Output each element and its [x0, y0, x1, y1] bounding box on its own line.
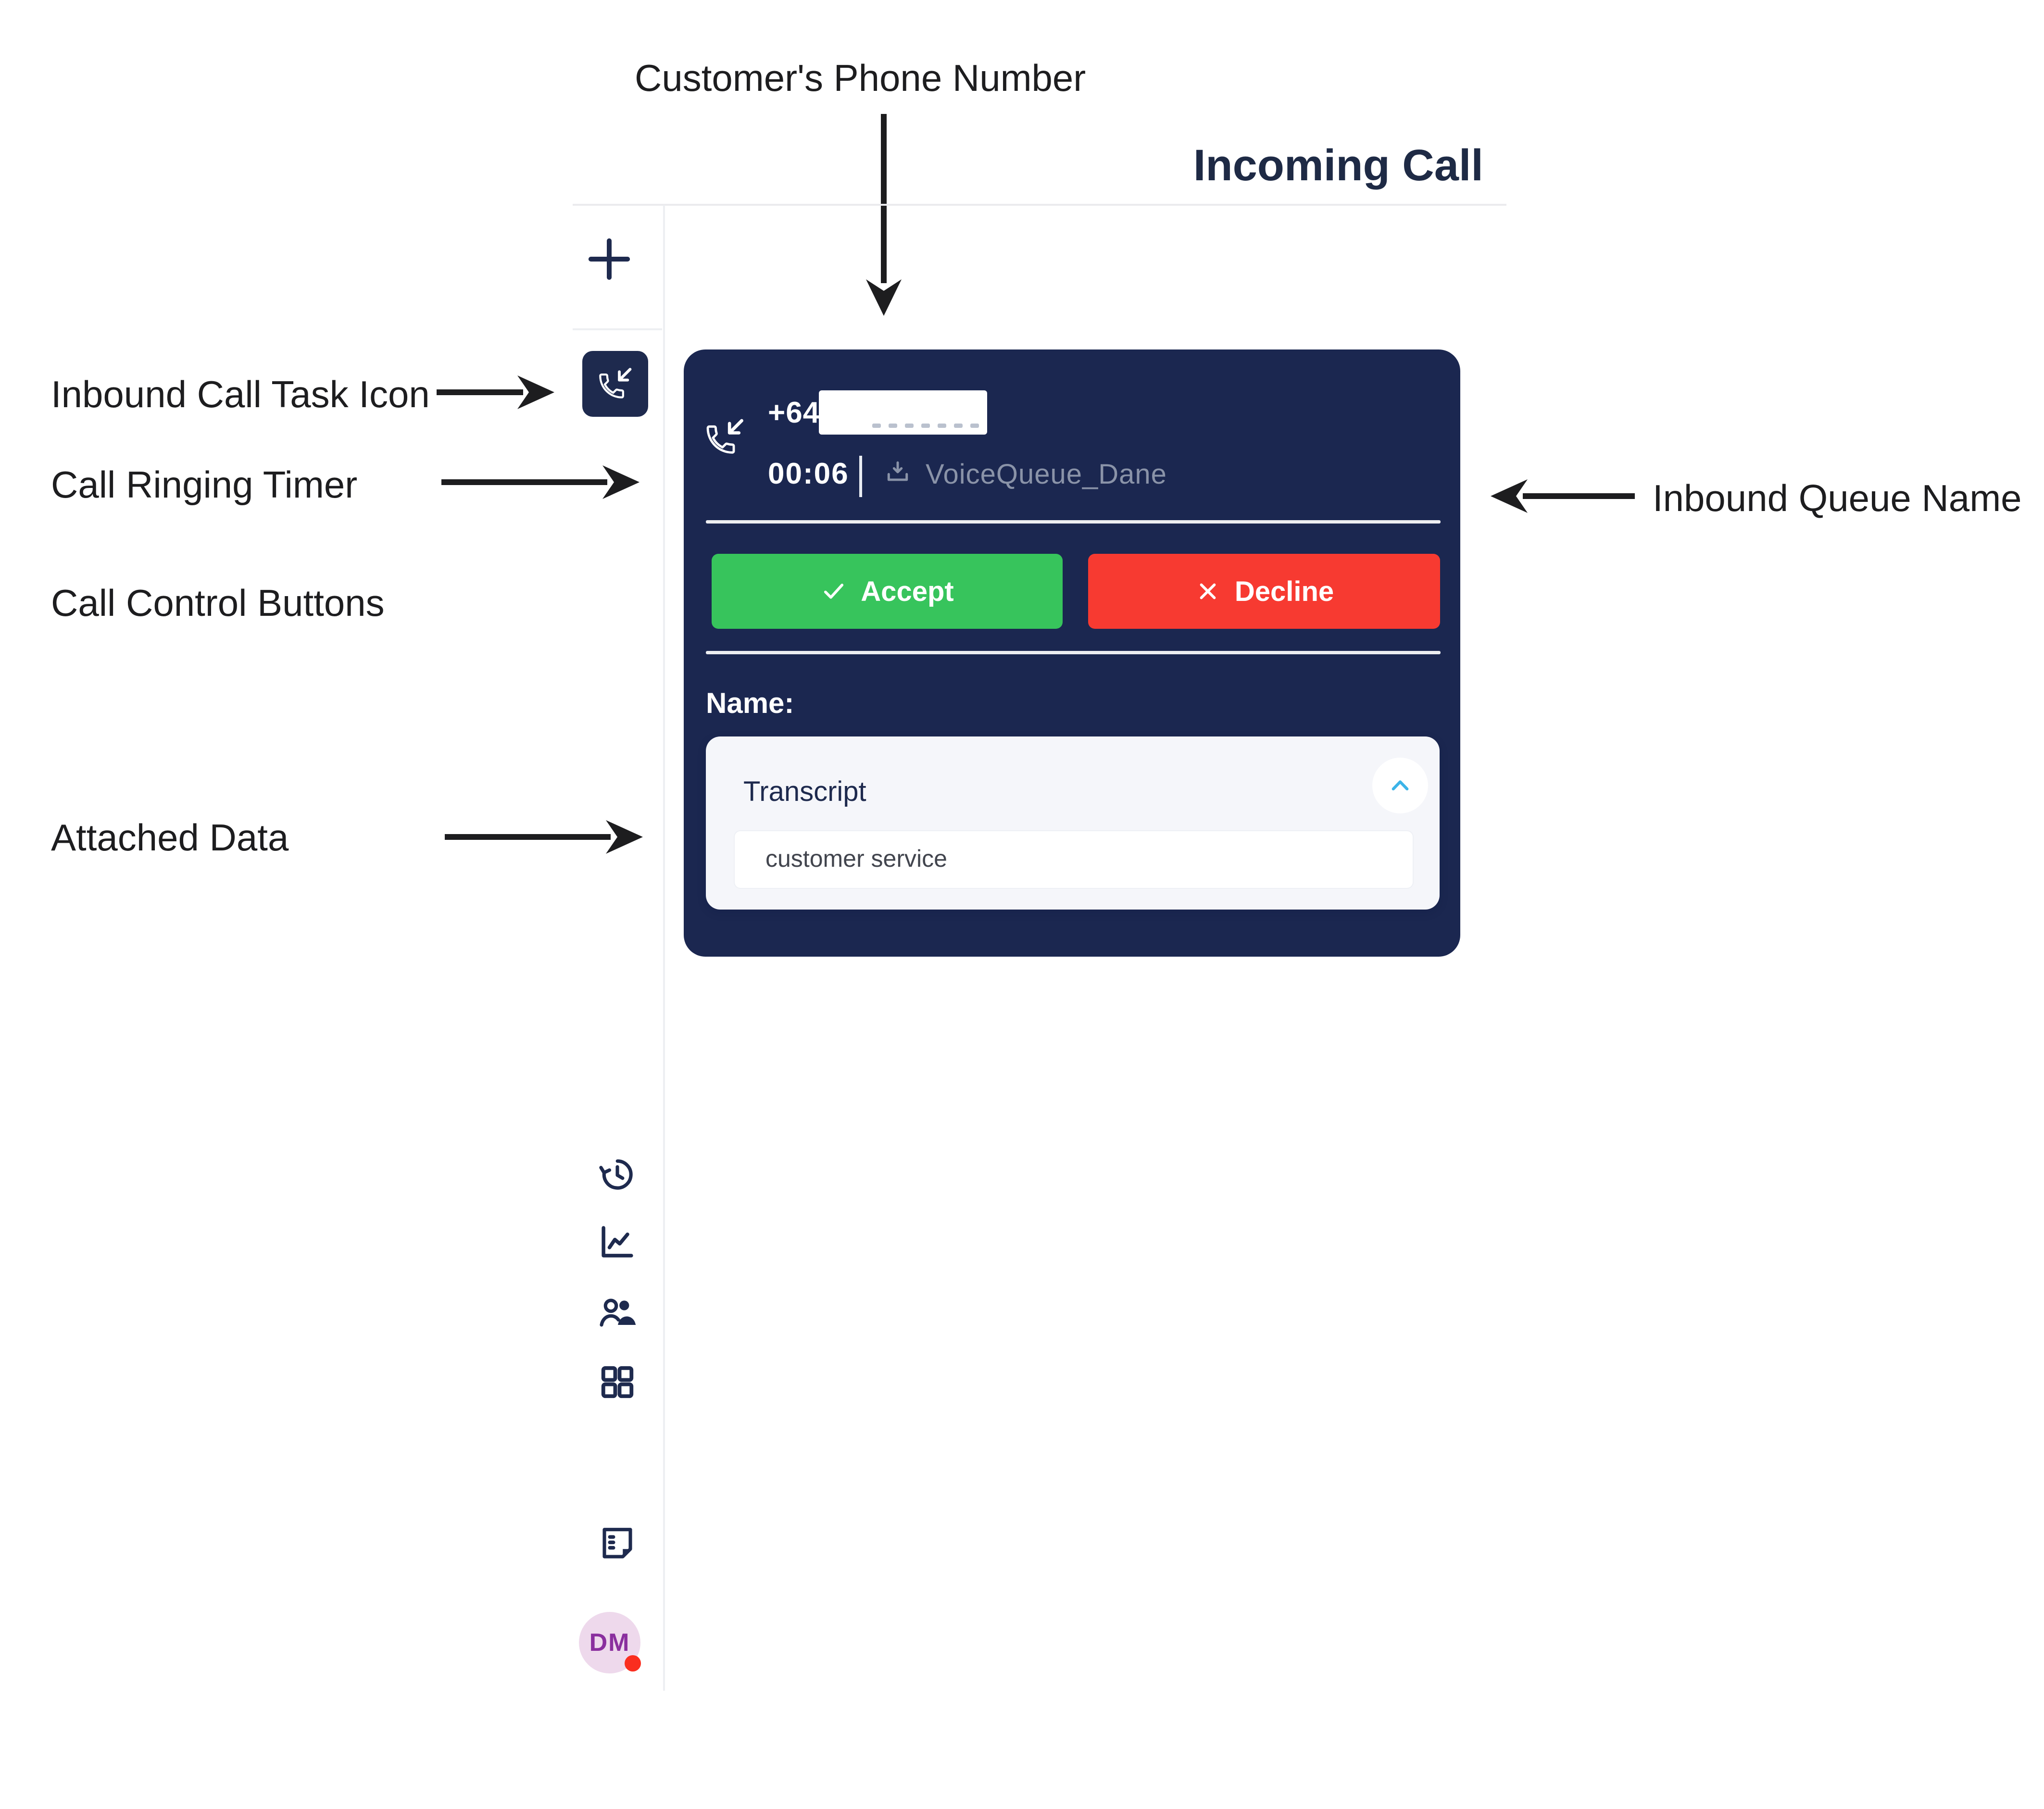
availability-status-dot — [625, 1655, 641, 1672]
plus-icon — [584, 234, 634, 284]
sidebar-divider — [663, 205, 665, 1691]
x-icon — [1194, 578, 1221, 605]
sidebar-item-reports[interactable] — [596, 1220, 639, 1263]
attached-data-name-label: Name: — [706, 687, 794, 719]
arrow-right-to-attached-data-icon — [445, 815, 643, 859]
arrow-left-to-queue-name-icon — [1491, 474, 1635, 518]
collapse-transcript-button[interactable] — [1372, 758, 1428, 813]
history-icon — [596, 1153, 639, 1196]
line-chart-icon — [596, 1220, 639, 1263]
arrow-down-to-phone-number-icon — [862, 114, 905, 316]
annotation-inbound-call-task-icon: Inbound Call Task Icon — [51, 373, 430, 415]
download-queue-icon — [882, 456, 914, 488]
transcript-title: Transcript — [743, 776, 866, 807]
accept-button-label: Accept — [861, 575, 954, 607]
incoming-call-icon — [701, 413, 749, 462]
sidebar-item-inbound-call-task[interactable] — [582, 351, 648, 417]
notes-icon — [596, 1522, 639, 1565]
sidebar-item-notes[interactable] — [596, 1522, 639, 1565]
inbound-call-icon — [594, 363, 637, 405]
arrow-right-to-ringing-timer-icon — [441, 461, 640, 504]
accept-button[interactable]: Accept — [712, 554, 1063, 629]
arrow-right-to-task-icon — [437, 371, 554, 414]
sidebar-section-divider — [573, 328, 662, 330]
add-task-button[interactable] — [584, 234, 634, 284]
incoming-call-card: +64 00:06 VoiceQueue_Dane Accept — [684, 349, 1460, 957]
chevron-up-icon — [1384, 770, 1416, 801]
agents-icon — [596, 1290, 639, 1334]
annotation-call-ringing-timer: Call Ringing Timer — [51, 463, 358, 506]
decline-button-label: Decline — [1234, 575, 1334, 607]
annotation-attached-data: Attached Data — [51, 816, 289, 859]
redacted-digit-remnants — [872, 422, 987, 430]
card-divider-bottom — [706, 651, 1441, 654]
grid-dashboard-icon — [596, 1360, 639, 1404]
customer-phone-number: +64 — [768, 396, 820, 429]
check-icon — [820, 578, 847, 605]
call-ringing-timer: 00:06 — [768, 457, 849, 490]
page-title: Incoming Call — [1193, 141, 1483, 190]
annotation-customers-phone-number: Customer's Phone Number — [635, 57, 1086, 99]
header-divider — [573, 204, 1506, 206]
sidebar-item-history[interactable] — [596, 1153, 639, 1196]
transcript-value-box: customer service — [734, 830, 1414, 889]
transcript-value: customer service — [765, 845, 947, 872]
card-divider-top — [706, 520, 1441, 524]
timer-queue-separator — [859, 456, 862, 497]
annotation-inbound-queue-name: Inbound Queue Name — [1653, 477, 2022, 519]
attached-data-panel: Transcript customer service — [706, 736, 1440, 910]
inbound-queue-name: VoiceQueue_Dane — [926, 459, 1167, 490]
avatar-initials: DM — [589, 1629, 630, 1657]
decline-button[interactable]: Decline — [1088, 554, 1440, 629]
sidebar-item-agents[interactable] — [596, 1290, 639, 1334]
sidebar-item-dashboard[interactable] — [596, 1360, 639, 1404]
annotation-call-control-buttons: Call Control Buttons — [51, 582, 385, 624]
